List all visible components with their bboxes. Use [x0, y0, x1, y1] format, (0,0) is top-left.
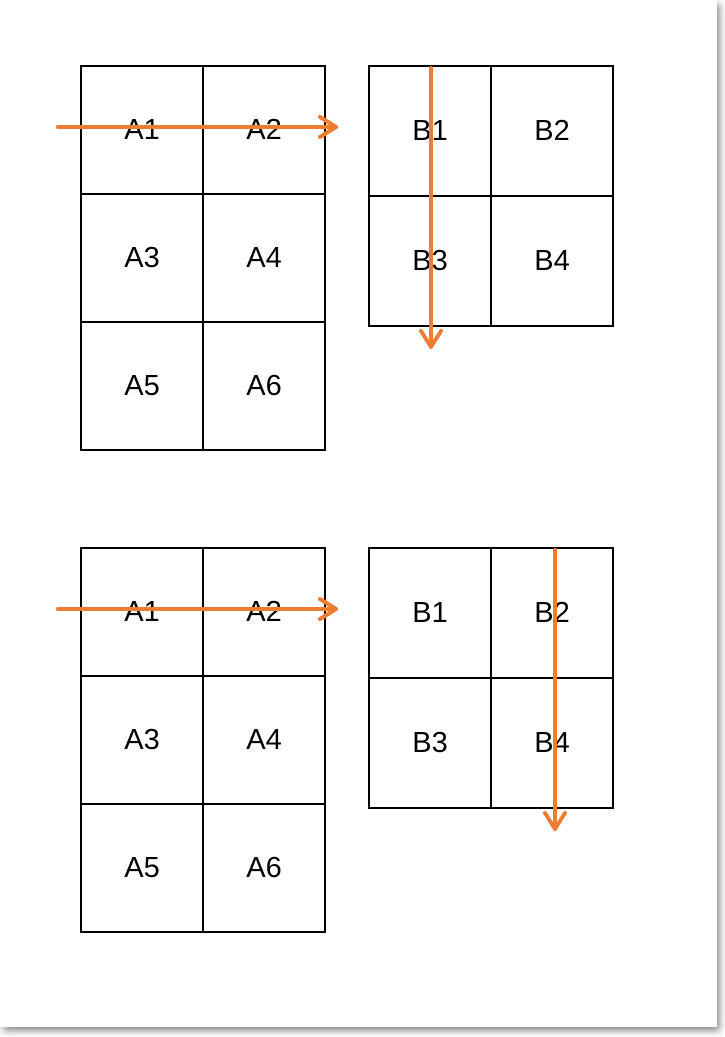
grid-b-cell: B1	[370, 549, 492, 679]
grid-a-cell: A6	[204, 323, 326, 451]
grid-a-cell: A3	[82, 677, 204, 805]
grid-b-cell: B2	[492, 549, 614, 679]
grid-a-cell: A5	[82, 323, 204, 451]
page: A1 A2 A3 A4 A5 A6 B1 B2 B3 B4 A1 A2 A3 A…	[80, 65, 614, 933]
grid-a-cell: A5	[82, 805, 204, 933]
grid-b-cell: B4	[492, 679, 614, 809]
grid-a-top: A1 A2 A3 A4 A5 A6	[80, 65, 326, 451]
grid-b-top: B1 B2 B3 B4	[368, 65, 614, 327]
grid-a-cell: A2	[204, 549, 326, 677]
grid-a-cell: A3	[82, 195, 204, 323]
grid-b-cell: B2	[492, 67, 614, 197]
grid-a-cell: A1	[82, 67, 204, 195]
grid-a-cell: A2	[204, 67, 326, 195]
grid-a-cell: A1	[82, 549, 204, 677]
grid-a-bottom: A1 A2 A3 A4 A5 A6	[80, 547, 326, 933]
grid-a-cell: A6	[204, 805, 326, 933]
grid-b-cell: B3	[370, 679, 492, 809]
grid-b-cell: B1	[370, 67, 492, 197]
grid-b-cell: B3	[370, 197, 492, 327]
grid-a-cell: A4	[204, 677, 326, 805]
grid-b-bottom: B1 B2 B3 B4	[368, 547, 614, 809]
grid-a-cell: A4	[204, 195, 326, 323]
grid-b-cell: B4	[492, 197, 614, 327]
